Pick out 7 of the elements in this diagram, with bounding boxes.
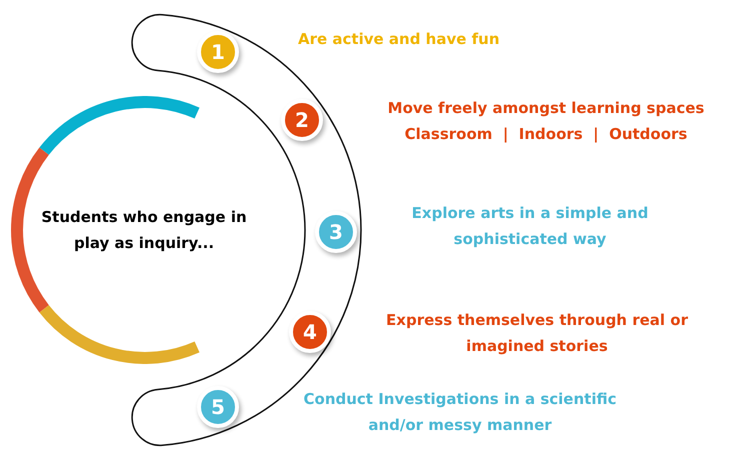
item-text: Conduct Investigations in a scientific and/or messy manner <box>302 389 618 436</box>
item-text: Explore arts in a simple and sophisticated way <box>410 203 650 250</box>
item-text: Express themselves through real or imagined stories <box>385 310 689 357</box>
item-text: Move freely amongst learning spaces <box>388 98 704 119</box>
center-text: Students who engage in play as inquiry... <box>40 207 248 254</box>
item-text: Are active and have fun <box>298 29 500 50</box>
item-text: Classroom | Indoors | Outdoors <box>404 124 688 145</box>
